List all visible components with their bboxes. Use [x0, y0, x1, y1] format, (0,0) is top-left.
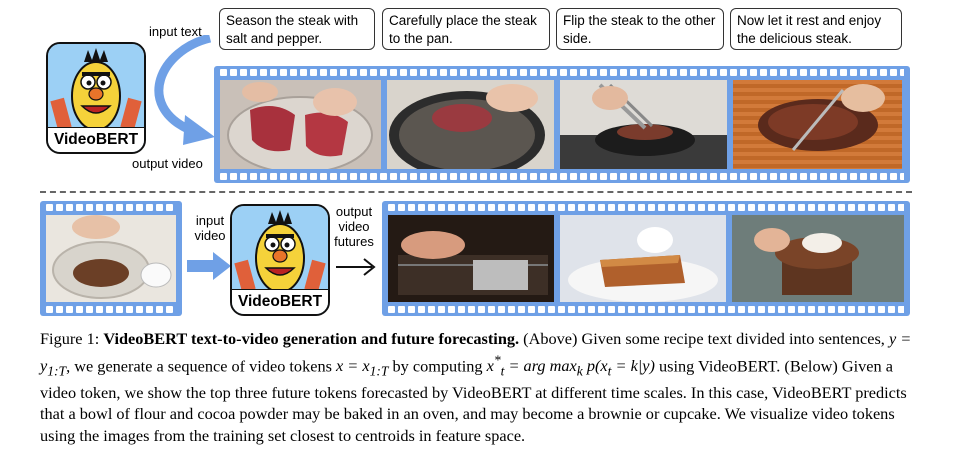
perforation-row — [388, 204, 904, 211]
video-frame-oven — [388, 215, 554, 302]
input-text-label: input text — [149, 24, 202, 39]
bert-mascot-icon — [48, 44, 144, 132]
caption-title: VideoBERT text-to-video generation and f… — [103, 329, 520, 348]
math-part: p(x — [582, 355, 608, 375]
sentence-box-3: Flip the steak to the other side. — [556, 8, 724, 50]
caption-text: , we generate a sequence of video tokens — [66, 355, 336, 375]
figure-caption: Figure 1: VideoBERT text-to-video genera… — [40, 328, 920, 446]
math-x-sub: 1:T — [369, 363, 389, 379]
bert-mascot-icon — [232, 206, 328, 294]
caption-text: (Above) Given some recipe text divided i… — [519, 329, 889, 348]
output-video-label: output video — [132, 156, 203, 171]
output-video-futures-label: output video futures — [334, 204, 374, 249]
right-arrow-icon — [187, 252, 231, 280]
math-part: k — [576, 363, 583, 379]
math-part: = k|y) — [611, 355, 655, 375]
video-frame-steak-pan — [387, 80, 554, 169]
math-x-main: x = x — [336, 355, 370, 375]
perforation-row — [220, 69, 904, 76]
logo-text: VideoBERT — [232, 289, 328, 314]
math-x: x = x1:T — [336, 355, 389, 379]
video-frame-cupcake — [732, 215, 904, 302]
math-y: y = y1:T — [40, 329, 912, 379]
section-divider — [40, 191, 912, 193]
input-video-label: input video — [194, 213, 226, 243]
video-frame-cocoa-bowl — [46, 215, 176, 302]
video-frame-steak-flip — [560, 80, 727, 169]
right-arrow-icon — [336, 258, 376, 276]
curved-arrow-icon — [154, 35, 215, 145]
math-part: t — [607, 363, 612, 379]
film-strip-output — [382, 201, 910, 316]
film-strip-top — [214, 66, 910, 183]
math-part: = arg max — [504, 355, 577, 375]
perforation-row — [220, 173, 904, 180]
math-y-sub: 1:T — [47, 363, 67, 379]
caption-text: by computing — [388, 355, 487, 375]
math-part: t — [500, 363, 505, 379]
film-strip-input — [40, 201, 182, 316]
caption-prefix: Figure 1: — [40, 329, 104, 348]
sentence-box-2: Carefully place the steak to the pan. — [382, 8, 550, 50]
math-part: * — [493, 352, 501, 368]
math-y-main: y = y — [40, 329, 912, 375]
math-argmax: x*t = arg maxk p(xt = k|y) — [486, 352, 655, 379]
logo-text: VideoBERT — [48, 127, 144, 152]
video-frame-steak-seasoning — [220, 80, 381, 169]
videobert-logo-bottom: VideoBERT — [230, 204, 330, 316]
sentence-box-1: Season the steak with salt and pepper. — [219, 8, 375, 50]
math-part: x — [486, 355, 494, 375]
video-frame-steak-rest — [733, 80, 902, 169]
videobert-logo-top: VideoBERT — [46, 42, 146, 154]
video-frame-brownie — [560, 215, 726, 302]
perforation-row — [388, 306, 904, 313]
sentence-box-4: Now let it rest and enjoy the delicious … — [730, 8, 902, 50]
perforation-row — [46, 204, 176, 211]
perforation-row — [46, 306, 176, 313]
caption-text: using VideoBERT. (Below) Given a video t… — [40, 355, 907, 445]
